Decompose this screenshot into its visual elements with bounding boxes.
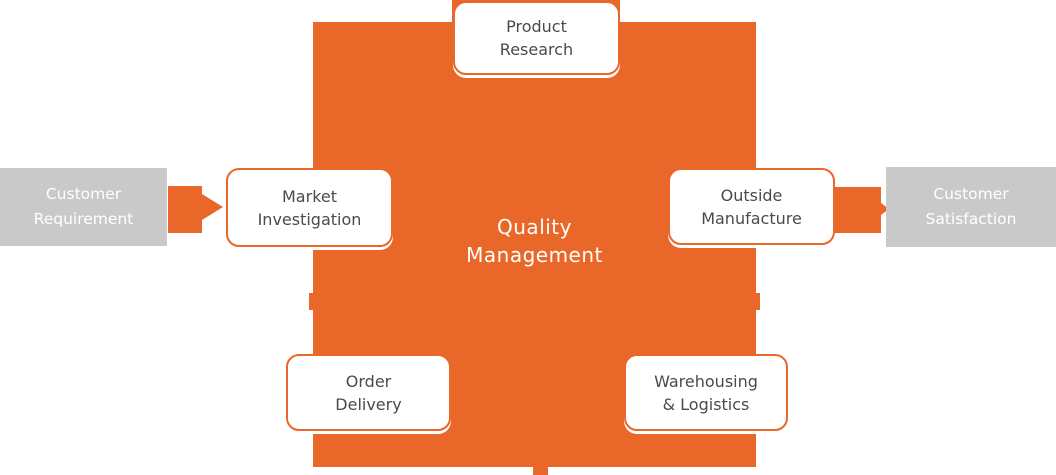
market-investigation-line2: Investigation (257, 209, 362, 229)
outside-manufacture-line1: Outside (720, 185, 783, 205)
outside-manufacture-box: Outside Manufacture (668, 168, 835, 245)
warehousing-logistics-line2: & Logistics (662, 394, 750, 414)
right-connector-tab (750, 293, 760, 310)
market-investigation-line1: Market (282, 186, 337, 206)
customer-requirement-box: Customer Requirement (0, 168, 167, 246)
flow-arrow-left (168, 186, 202, 233)
center-title-line2: Management (466, 243, 603, 267)
flow-arrow-left-head-icon (202, 194, 223, 220)
center-title-line1: Quality (497, 215, 572, 239)
outside-manufacture-line2: Manufacture (701, 208, 802, 228)
customer-satisfaction-line1: Customer (933, 185, 1009, 203)
market-investigation-box: Market Investigation (226, 168, 393, 247)
customer-requirement-line1: Customer (45, 185, 122, 203)
customer-satisfaction-line2: Satisfaction (925, 210, 1017, 228)
order-delivery-line1: Order (345, 371, 392, 391)
warehousing-logistics-line1: Warehousing (654, 371, 758, 391)
flow-arrow-right-head-icon (881, 203, 889, 215)
product-research-box: Product Research (453, 1, 620, 75)
flow-arrow-right (833, 187, 881, 233)
customer-requirement-line2: Requirement (33, 210, 134, 228)
product-research-line2: Research (499, 40, 574, 59)
bottom-connector-tab (533, 450, 548, 475)
warehousing-logistics-box: Warehousing & Logistics (624, 354, 788, 431)
order-delivery-line2: Delivery (335, 394, 402, 414)
customer-satisfaction-box: Customer Satisfaction (886, 167, 1056, 247)
product-research-line1: Product (506, 17, 567, 36)
left-connector-tab (309, 293, 319, 310)
order-delivery-box: Order Delivery (286, 354, 451, 431)
center-title: Quality Management (313, 213, 756, 269)
